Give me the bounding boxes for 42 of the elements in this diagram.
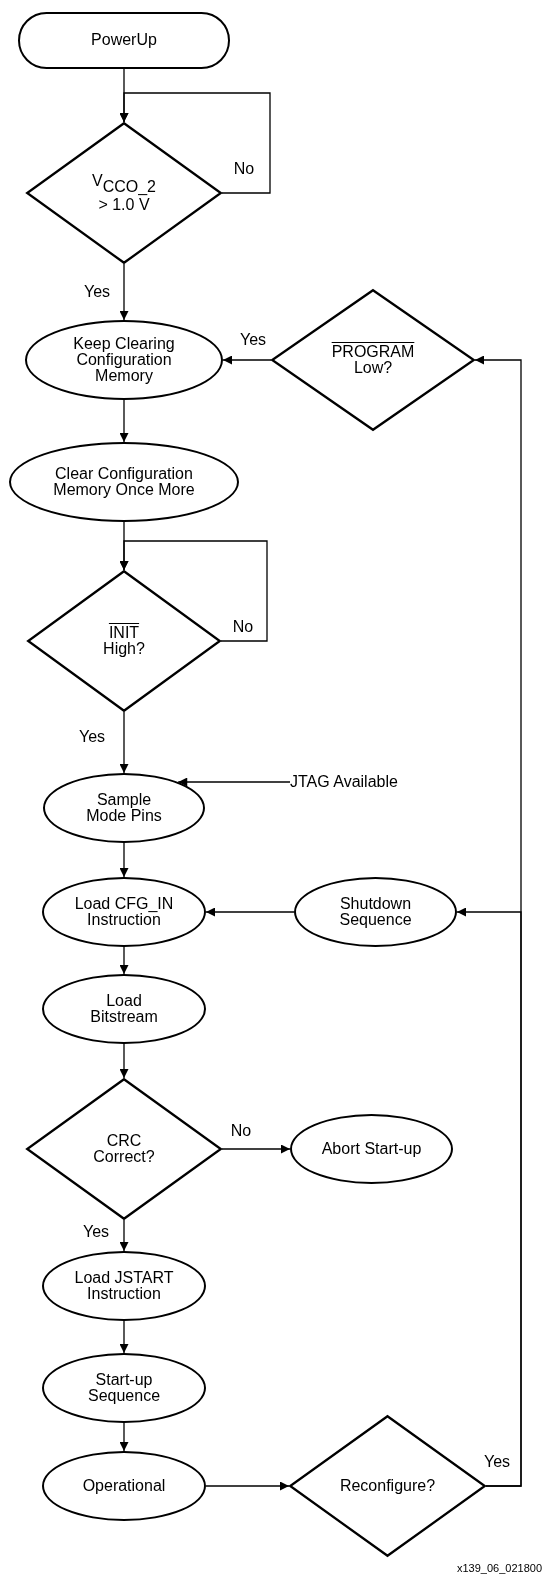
node-label: PROGRAM [331, 343, 415, 360]
node-label: Load Bitstream [89, 992, 159, 1026]
connector-arrow [119, 711, 129, 774]
connector-arrow [205, 907, 295, 917]
connector-arrow [119, 92, 271, 194]
connector-arrow [119, 399, 129, 443]
decision-diamond [26, 122, 222, 264]
node-label: Low? [353, 360, 393, 377]
connector-arrow [119, 1219, 129, 1252]
connector-arrow [119, 1043, 129, 1079]
node-label: Load CFG_IN Instruction [73, 895, 175, 929]
connector-arrow [456, 907, 522, 1487]
node-label: Operational [82, 1477, 166, 1495]
start-terminal [18, 12, 230, 69]
node-label: INIT [108, 624, 140, 641]
node-label: Abort Start-up [321, 1140, 422, 1158]
connector-arrow [119, 263, 129, 321]
node-label: Keep Clearing Configuration Memory [72, 335, 176, 385]
decision-diamond [271, 289, 475, 431]
node-label: Shutdown Sequence [338, 895, 413, 929]
node-label: Start-up Sequence [86, 1371, 162, 1405]
connector-arrow [119, 1320, 129, 1354]
connector-arrow [222, 355, 272, 365]
connector-arrow [119, 1422, 129, 1452]
figure-id: x139_06_021800 [456, 1562, 542, 1574]
node-label: Sample Mode Pins [85, 791, 163, 825]
connector-arrow [205, 1481, 290, 1491]
node-label: CRC Correct? [92, 1132, 156, 1166]
node-label: PowerUp [91, 32, 157, 49]
connector-arrow [119, 842, 129, 878]
connector-arrow [119, 946, 129, 975]
connector-arrow [221, 1144, 291, 1154]
decision-diamond [26, 1078, 222, 1220]
decision-diamond [27, 570, 221, 712]
connector-arrow [177, 777, 291, 787]
node-label: Clear Configuration Memory Once More [52, 465, 196, 499]
node-label: High? [103, 641, 145, 658]
node-label: Load JSTART Instruction [73, 1269, 175, 1303]
connector-arrow [119, 540, 268, 642]
signal-label: JTAG Available [290, 770, 398, 794]
node-label: Reconfigure? [339, 1477, 436, 1495]
decision-diamond [289, 1415, 486, 1557]
